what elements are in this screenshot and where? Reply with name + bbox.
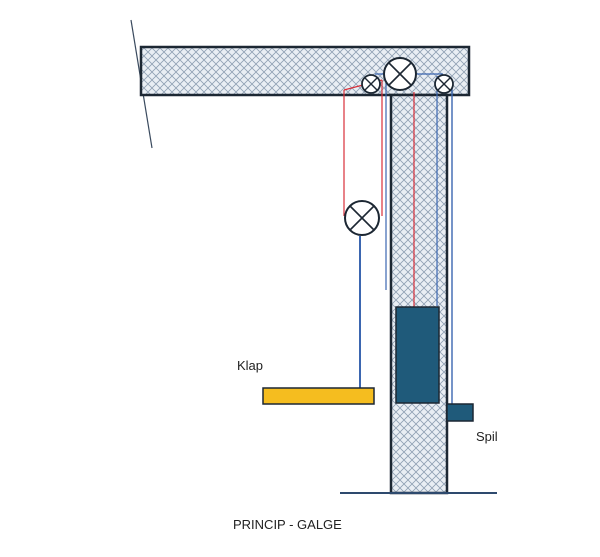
- spil-label: Spil: [476, 429, 498, 444]
- klap-label: Klap: [237, 358, 263, 373]
- counterweight: [395, 306, 440, 404]
- pulley-icon: [344, 200, 380, 236]
- pulley-icon: [434, 74, 454, 94]
- pulley-icon: [361, 74, 381, 94]
- horizontal-beam: [139, 45, 471, 97]
- vertical-post: [389, 93, 449, 495]
- pulley-icon: [383, 57, 417, 91]
- spil-winch: [446, 403, 474, 422]
- klap-flap: [262, 387, 375, 405]
- caption: PRINCIP - GALGE: [233, 517, 342, 532]
